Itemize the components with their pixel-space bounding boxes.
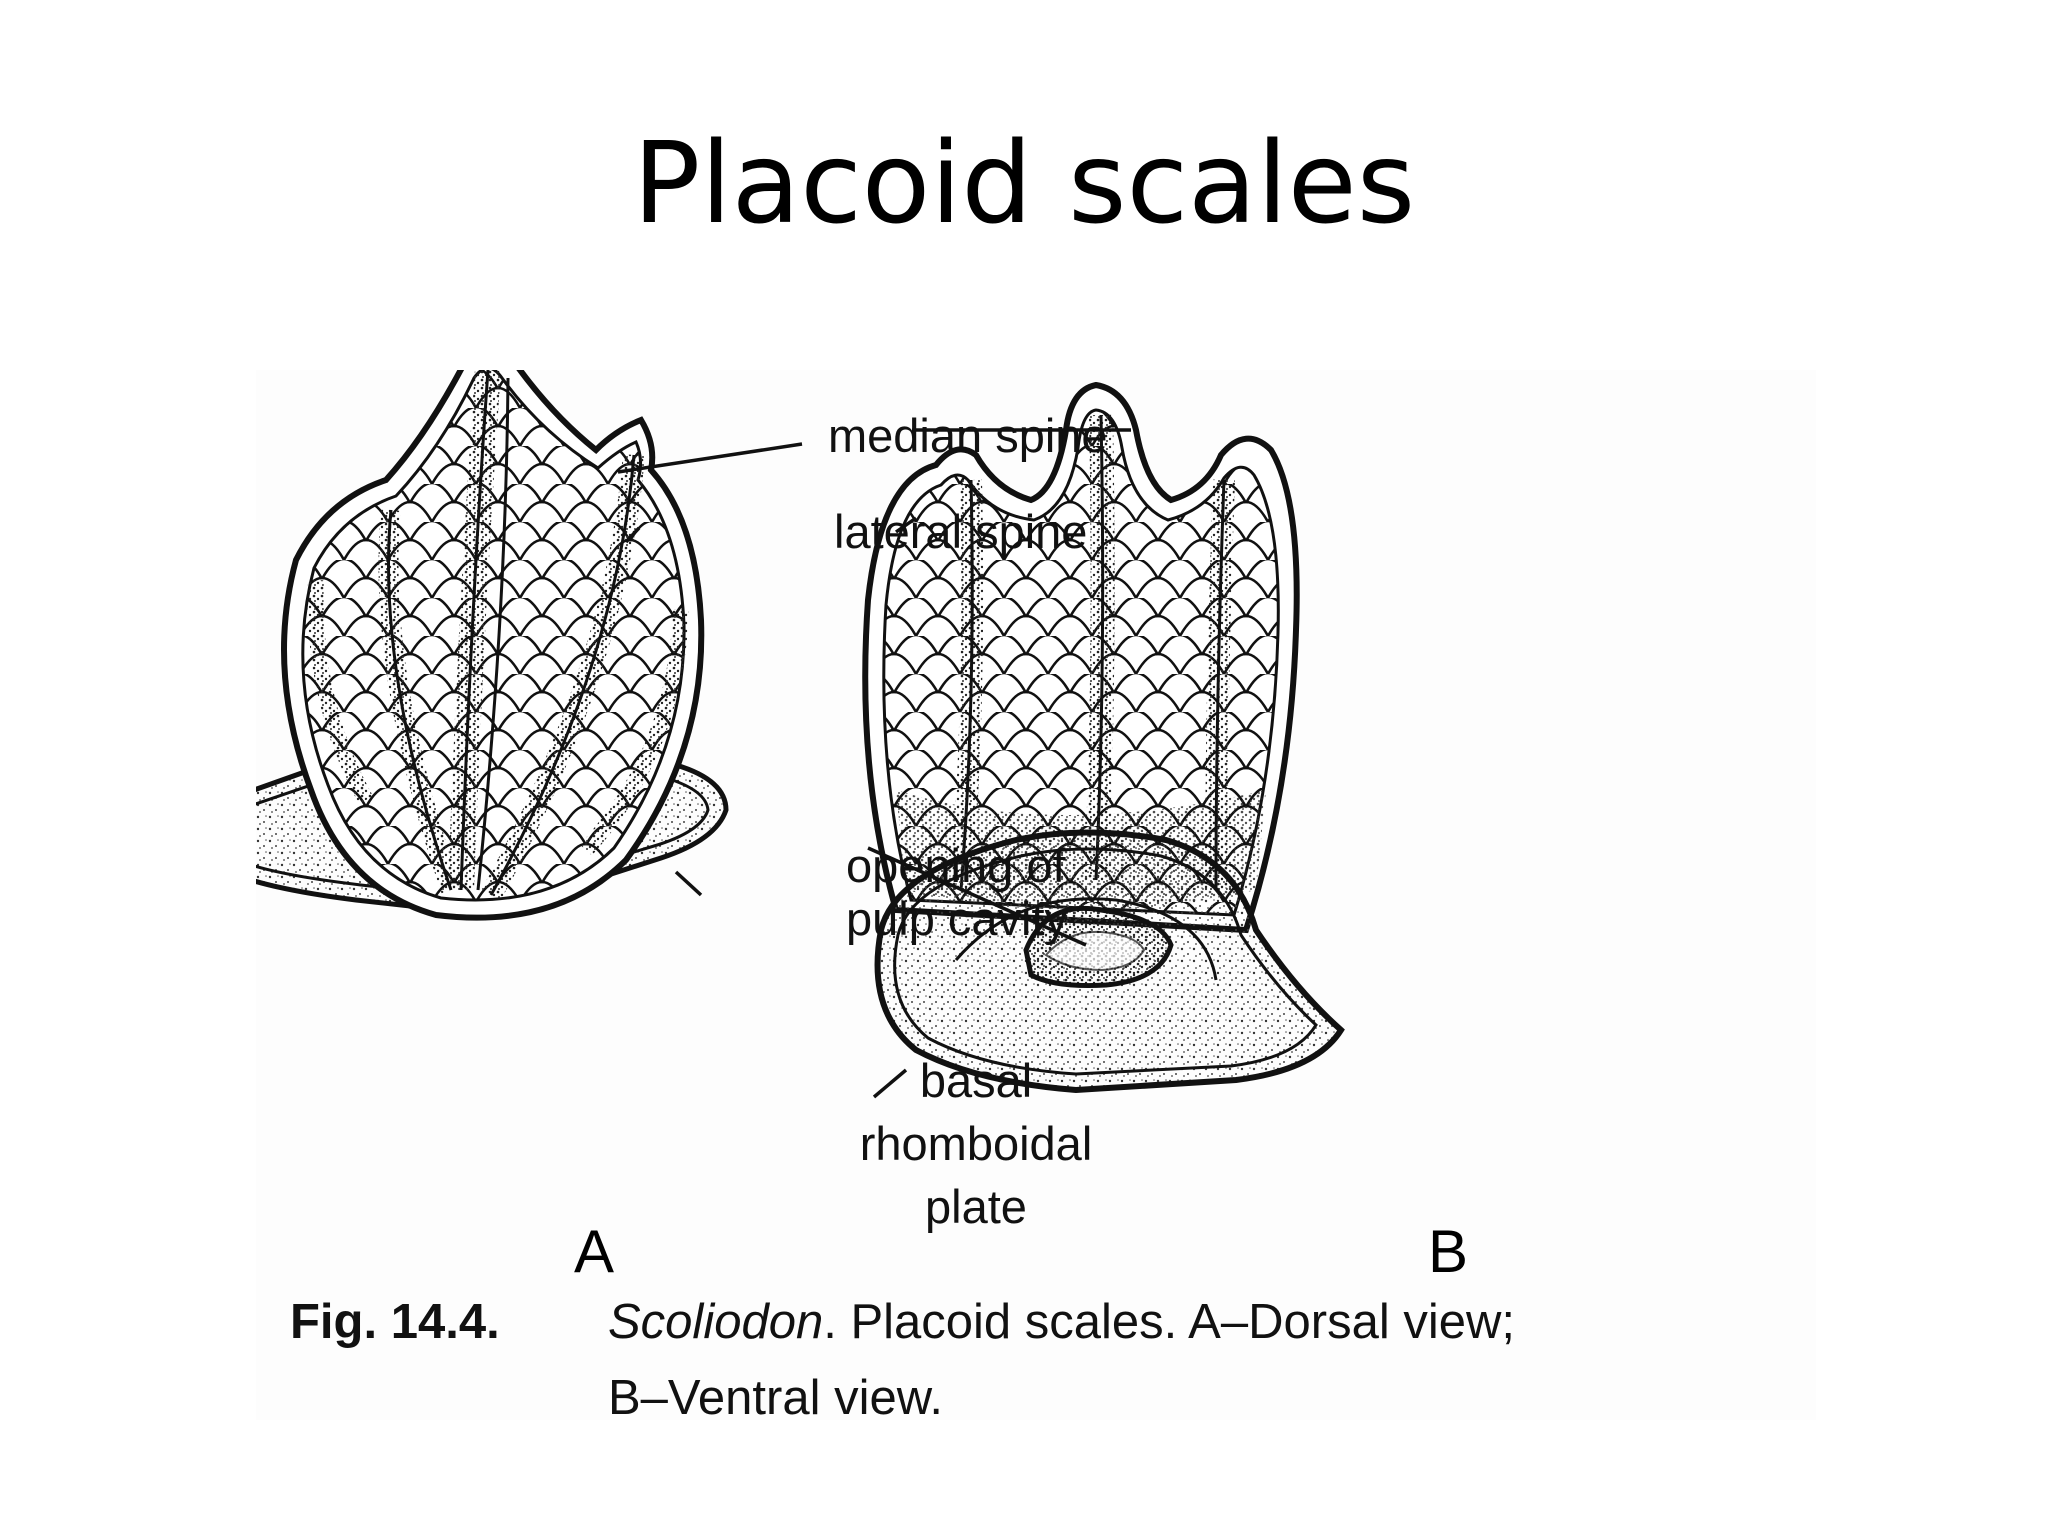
caption-fig-number: Fig. 14.4. [290, 1295, 500, 1349]
leader-lines [617, 428, 1131, 1099]
figure-caption: Fig. 14.4. Scoliodon. Placoid scales. A–D… [290, 1285, 1810, 1437]
label-opening-pulp-cavity: opening of pulp cavity [846, 839, 1069, 945]
label-basal-line3: plate [925, 1179, 1027, 1233]
leader-median-spine-a [617, 442, 803, 474]
label-basal-line1: basal [919, 1054, 1033, 1107]
leader-lateral-spine-a [624, 526, 641, 544]
label-median-spine: median spine [828, 409, 1108, 462]
label-lateral-spine: lateral spine [834, 505, 1088, 558]
caption-genus: Scoliodon [608, 1295, 824, 1349]
caption-line2: B–Ventral view. [608, 1370, 944, 1425]
caption-line1-rest: . Placoid scales. A–Dorsal view; [823, 1295, 1515, 1349]
placoid-scale-dorsal-drawing [256, 370, 729, 921]
label-opening-line2: pulp cavity [846, 891, 1069, 945]
label-opening-line1: opening of [846, 839, 1066, 892]
view-label-a: A [574, 1218, 615, 1285]
placoid-scale-ventral-drawing [862, 381, 1345, 1094]
figure-panel: median spine lateral spine opening of pu… [256, 370, 1816, 1425]
leader-lateral-spine-b [894, 516, 918, 534]
label-basal-rhomboidal-plate: basal rhomboidal plate [856, 1050, 1096, 1239]
leader-pulp-cavity [867, 846, 1087, 947]
view-label-b: B [1428, 1218, 1469, 1285]
label-basal-line2: rhomboidal [859, 1116, 1093, 1170]
placoid-scales-figure [256, 370, 1345, 1099]
slide-title: Placoid scales [632, 119, 1416, 249]
leader-basal-plate-b [872, 1068, 908, 1099]
leader-basal-plate-a [674, 870, 703, 897]
